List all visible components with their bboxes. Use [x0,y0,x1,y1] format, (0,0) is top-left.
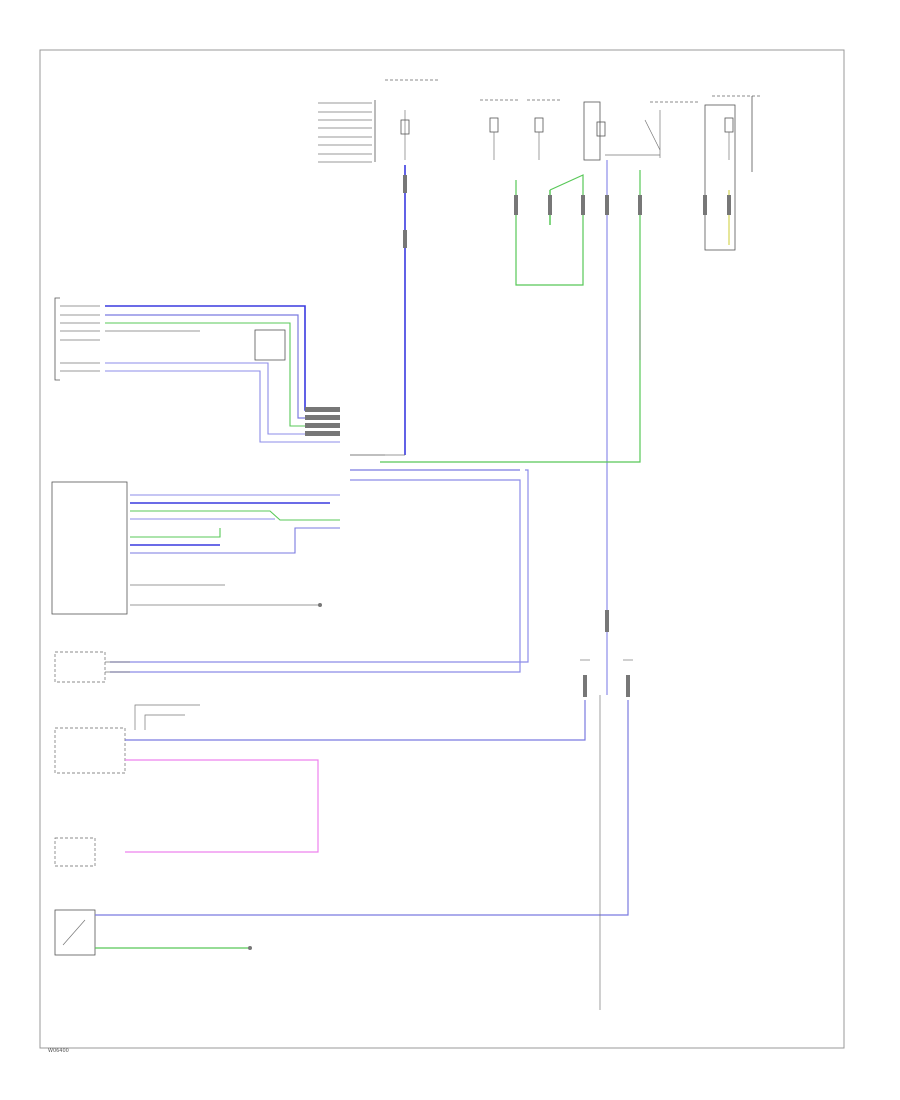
lower-left-module-3 [54,837,96,867]
wire-green-loop [515,174,584,286]
middle-left-module [51,481,340,615]
module-box [51,481,128,615]
junction-label-lines [318,102,372,163]
diagram-code: W06400 [48,1048,69,1054]
wire-green-relay [380,170,641,463]
connector-markers [580,659,633,1010]
lower-left-module-2 [54,675,587,853]
upper-left-module [54,297,340,443]
green-ground-loop [514,174,585,286]
diagram-frame [39,49,845,1049]
power-distribution-area [318,79,760,251]
center-junction [110,454,529,673]
lower-left-module-1 [54,651,130,683]
bottom-switch [54,675,630,956]
